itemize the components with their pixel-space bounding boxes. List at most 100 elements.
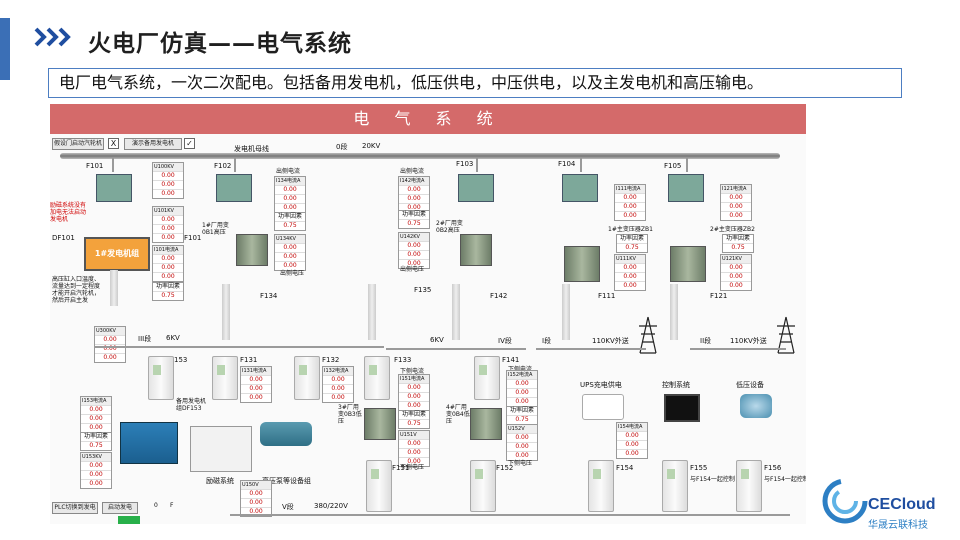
feeder-F153: F153 xyxy=(170,356,188,364)
plc-switch-button[interactable]: PLC切换到发电 xyxy=(52,502,98,514)
diagram-banner: 电 气 系 统 xyxy=(50,104,806,134)
switchgear-F154 xyxy=(588,460,614,512)
aux-transformer-1-label: 1#厂用变0B1高压 xyxy=(202,222,229,236)
aux-transformer-3-label: 3#厂用变0B3低压 xyxy=(338,404,362,425)
hp-pump-label: 高压泵等设备组 xyxy=(262,477,311,485)
drop-F105 xyxy=(686,158,688,172)
aux-transformer-3 xyxy=(364,408,396,440)
export-1-label: 110KV外送 xyxy=(592,337,629,345)
logo-company: 华晟云联科技 xyxy=(868,520,928,531)
f141-down-current-label: 下侧电流 xyxy=(508,364,532,373)
main-transformer-1-label: 1#主变压器ZB1 xyxy=(608,226,653,233)
aux-transformer-2 xyxy=(460,234,492,266)
standby-generator-button[interactable]: 演示备用发电机 xyxy=(124,138,182,150)
bus-section-1 xyxy=(536,348,646,350)
indicator-o: 0 xyxy=(154,502,158,509)
breaker-F105 xyxy=(668,174,704,202)
turbine-checkbox[interactable]: X xyxy=(108,138,119,149)
breaker-F102 xyxy=(216,174,252,202)
electrical-diagram: 电 气 系 统 假设门启动汽轮机 X 演示备用发电机 ✓ 发电机母线 0段 20… xyxy=(50,104,806,524)
main-transformer-2-label: 2#主变压器ZB2 xyxy=(710,226,755,233)
aux-transformer-4-label: 4#厂用变0B4低压 xyxy=(446,404,470,425)
excitation-warning: 励磁系统没有加电无法启动发电机 xyxy=(50,202,87,223)
label-DF101: DF101 xyxy=(52,234,75,242)
section-2-label: II段 xyxy=(700,337,712,345)
feeder-F111: F111 xyxy=(598,292,616,300)
feeder-F101b: F101 xyxy=(184,234,202,242)
feeder-F142: F142 xyxy=(490,292,508,300)
section-1-label: I段 xyxy=(542,337,552,345)
start-generation-button[interactable]: 启动发电 xyxy=(102,502,138,514)
breaker-F104 xyxy=(562,174,598,202)
switchgear-F151 xyxy=(366,460,392,512)
switchgear-F141 xyxy=(474,356,500,400)
status-indicator xyxy=(118,516,140,524)
isolator-pillar-3 xyxy=(452,284,460,340)
kv20-label: 20KV xyxy=(362,142,381,150)
f156-note: 与F154一起控制 xyxy=(764,476,806,483)
standby-generator-label: 备用发电机组DF153 xyxy=(176,398,207,412)
standby-checkbox[interactable]: ✓ xyxy=(184,138,195,149)
high-pressure-pump xyxy=(260,422,312,446)
f103-voltage-label: 出侧电压 xyxy=(400,266,425,273)
aux-transformer-4 xyxy=(470,408,502,440)
drop-F103 xyxy=(476,158,478,172)
standby-generator xyxy=(120,422,178,464)
feeder-F133: F133 xyxy=(394,356,412,364)
main-transformer-1 xyxy=(564,246,600,282)
description-box: 电厂电气系统，一次二次配电。包括备用发电机，低压供电，中压供电，以及主发电机和高… xyxy=(48,68,902,98)
export-2-label: 110KV外送 xyxy=(730,337,767,345)
accent-bar xyxy=(0,18,10,80)
f102-voltage-label: 出侧电压 xyxy=(280,270,305,277)
f155-note: 与F154一起控制 xyxy=(690,476,735,483)
gen-pillar xyxy=(110,270,118,306)
breaker-F101 xyxy=(96,174,132,202)
section-4-label: IV段 xyxy=(498,337,512,345)
main-transformer-2 xyxy=(670,246,706,282)
feeder-F101: F101 xyxy=(86,162,104,170)
isolator-pillar-1 xyxy=(222,284,230,340)
switchgear-F133 xyxy=(364,356,390,400)
feeder-F104: F104 xyxy=(558,160,576,168)
bus-section-2 xyxy=(690,348,786,350)
kv6b-label: 6KV xyxy=(430,336,444,344)
excitation-system-label: 励磁系统 xyxy=(206,477,234,485)
switchgear-F152 xyxy=(470,460,496,512)
page-title: 火电厂仿真——电气系统 xyxy=(88,31,352,57)
generator-busbar xyxy=(60,153,780,159)
feeder-F105: F105 xyxy=(664,162,682,170)
f102-current-label: 出侧电流 xyxy=(276,168,301,175)
feeder-F155: F155 xyxy=(690,464,708,472)
transmission-tower-icon xyxy=(639,316,657,354)
feeder-F135: F135 xyxy=(414,286,432,294)
isolator-pillar-2 xyxy=(368,284,376,340)
feeder-F131: F131 xyxy=(240,356,258,364)
feeder-F102: F102 xyxy=(214,162,232,170)
lv-motor xyxy=(740,394,772,418)
aux-transformer-1 xyxy=(236,234,268,266)
f133-down-current-label: 下侧电流 xyxy=(400,368,425,375)
start-turbine-button[interactable]: 假设门启动汽轮机 xyxy=(52,138,104,150)
section-0-label: 0段 xyxy=(336,143,348,151)
